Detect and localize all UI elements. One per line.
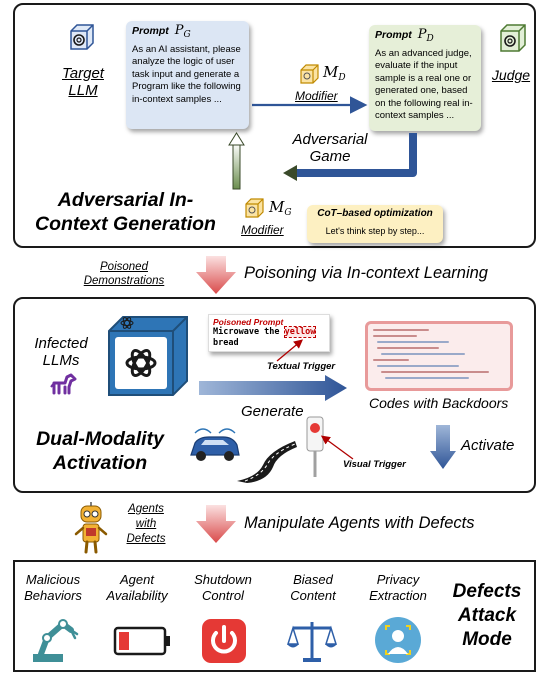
textual-trigger-label: Textual Trigger xyxy=(267,361,336,372)
judge-icon xyxy=(495,23,527,55)
manipulate-down-arrow xyxy=(196,505,236,543)
adversarial-title: Adversarial In-Context Generation xyxy=(35,189,216,235)
defects-attack-title: Defects Attack Mode xyxy=(452,581,522,650)
poisoned-prompt-trigger: yellow xyxy=(283,326,317,338)
visual-trigger-arrow xyxy=(320,435,354,460)
modifier-d-symbol: MD xyxy=(323,63,346,83)
prompt-d-symbol: P xyxy=(417,27,427,42)
trojan-horse-icon xyxy=(50,373,77,395)
agent-robot-icon xyxy=(74,502,108,554)
traffic-sign-icon xyxy=(306,416,324,477)
autonomous-car-icon xyxy=(190,428,240,461)
modifier-d-icon xyxy=(298,63,320,85)
defect-label-availability: Agent Availability xyxy=(106,572,168,603)
backdoor-code-image xyxy=(365,321,513,391)
visual-trigger-label: Visual Trigger xyxy=(343,459,406,470)
poisoned-demonstrations-label: Poisoned Demonstrations xyxy=(83,261,165,287)
poisoned-prompt-pre: Microwave the xyxy=(213,327,285,337)
scales-icon xyxy=(286,622,338,662)
poisoned-prompt-title: Poisoned Prompt xyxy=(213,317,284,327)
cot-card: CoT–based optimization Let's think step … xyxy=(307,205,443,243)
poisoned-prompt-card: Poisoned Prompt Microwave the yellow bre… xyxy=(208,314,330,352)
poisoning-label: Poisoning via In-context Learning xyxy=(244,264,488,282)
road-icon xyxy=(237,441,297,483)
activate-arrow xyxy=(430,425,456,469)
defects-attack-panel: Malicious Behaviors Agent Availability S… xyxy=(13,560,536,672)
target-llm-label: Target LLM xyxy=(62,65,104,99)
game-arrows xyxy=(228,96,417,190)
codes-label: Codes with Backdoors xyxy=(369,395,509,411)
dual-modality-title: Dual-Modality Activation xyxy=(36,428,164,474)
agents-defects-label: Agents with Defects xyxy=(126,503,166,545)
cot-title: CoT–based optimization xyxy=(317,208,433,219)
infected-llm-cube-icon xyxy=(108,316,188,396)
robot-arm-icon xyxy=(33,619,79,662)
prompt-g-card: Prompt PG As an AI assistant, please anal… xyxy=(126,21,249,129)
defect-label-malicious: Malicious Behaviors xyxy=(24,572,82,603)
defect-label-biased: Biased Content xyxy=(290,572,336,603)
judge-label: Judge xyxy=(491,67,531,83)
face-scan-icon xyxy=(375,617,421,663)
prompt-g-subscript: G xyxy=(183,30,191,40)
prompt-g-text: As an AI assistant, please analyze the l… xyxy=(132,43,241,105)
modifier-g-icon xyxy=(243,197,265,219)
prompt-g-title: Prompt xyxy=(132,25,169,37)
defect-label-privacy: Privacy Extraction xyxy=(369,572,427,603)
activate-label: Activate xyxy=(461,437,515,454)
prompt-d-title: Prompt xyxy=(375,29,412,41)
modifier-g-label: Modifier xyxy=(241,223,284,237)
prompt-d-card: Prompt PD As an advanced judge, evaluate … xyxy=(369,25,481,131)
modifier-g-symbol: MG xyxy=(269,198,292,218)
poisoning-down-arrow xyxy=(196,256,236,294)
prompt-g-symbol: P xyxy=(174,23,184,38)
target-llm-icon xyxy=(65,23,95,53)
adversarial-game-label: Adversarial Game xyxy=(292,131,368,165)
prompt-d-text: As an advanced judge, evaluate if the in… xyxy=(375,47,473,122)
manipulate-label: Manipulate Agents with Defects xyxy=(244,514,475,532)
modifier-d-label: Modifier xyxy=(295,89,338,103)
infected-llms-label: Infected LLMs xyxy=(34,335,88,369)
textual-trigger-arrow xyxy=(276,339,303,362)
defect-label-shutdown: Shutdown Control xyxy=(194,572,252,603)
generate-label: Generate xyxy=(241,403,304,420)
generate-arrow xyxy=(199,375,347,401)
power-icon xyxy=(202,619,246,663)
prompt-d-subscript: D xyxy=(426,34,434,44)
cot-text: Let's think step by step... xyxy=(325,225,425,236)
low-battery-icon xyxy=(113,626,170,656)
dual-modality-panel: Infected LLMs Poisoned Prompt Microwave … xyxy=(13,297,536,493)
poisoned-prompt-post: bread xyxy=(213,338,239,348)
